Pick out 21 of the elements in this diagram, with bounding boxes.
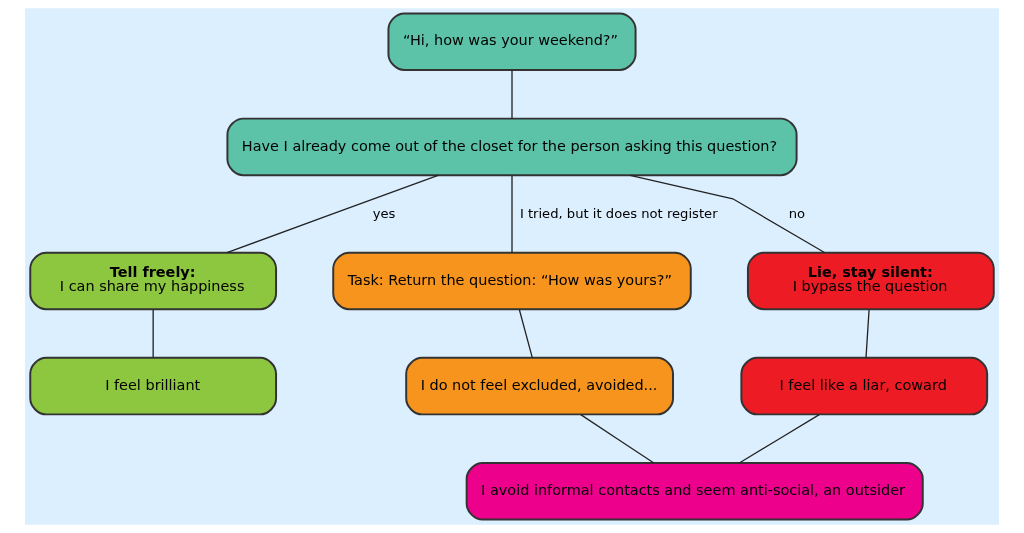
node-box: “Hi, how was your weekend?”: [387, 12, 637, 71]
edge-label: I tried, but it does not register: [519, 205, 718, 221]
node-box: I do not feel excluded, avoided...: [405, 356, 674, 416]
edge-label: no: [788, 205, 806, 221]
node-box: I avoid informal contacts and seem anti-social, an outsider: [465, 462, 924, 521]
connector: [511, 174, 513, 254]
node-box: I feel brilliant: [29, 356, 278, 416]
connector: [629, 174, 826, 254]
connector: [738, 414, 820, 464]
connector: [226, 174, 439, 254]
node-box: Have I already come out of the closet for the person asking this question?: [226, 117, 798, 177]
node-box: I feel like a liar, coward: [740, 356, 989, 416]
connector: [580, 414, 655, 464]
connector: [518, 309, 533, 359]
edge-label: yes: [372, 205, 396, 221]
connector: [152, 309, 154, 359]
connector: [865, 309, 870, 359]
node-box: Task: Return the question: “How was yours?”: [332, 251, 692, 311]
node-box: Lie, stay silent: I bypass the question: [746, 251, 995, 311]
node-box: Tell freely: I can share my happiness: [29, 251, 278, 311]
connector: [511, 69, 513, 120]
